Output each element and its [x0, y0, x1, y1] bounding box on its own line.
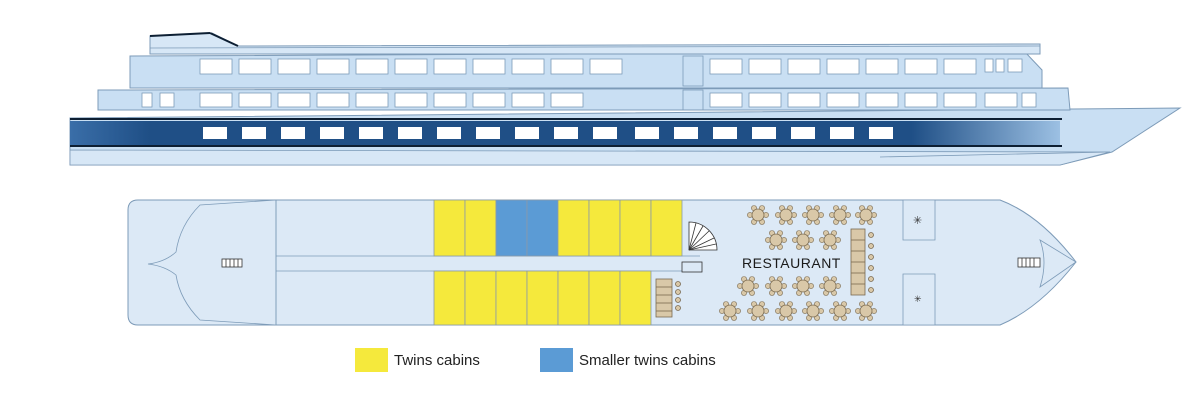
dining-table [792, 230, 814, 250]
dining-table [775, 301, 797, 321]
cabins-top-row [433, 199, 683, 257]
dining-table [829, 205, 851, 225]
cabins-bottom-row [433, 270, 652, 326]
legend-swatch-smaller-twins [540, 348, 573, 372]
dining-table [775, 205, 797, 225]
sun-deck [149, 32, 1041, 55]
cabin-twins [588, 270, 621, 326]
legend-item-smaller-twins: Smaller twins cabins [540, 348, 716, 372]
hull-bottom [69, 149, 1111, 166]
cabin-twins [526, 270, 559, 326]
cabin-twins [464, 270, 497, 326]
dining-table [719, 301, 741, 321]
dining-table [855, 205, 877, 225]
legend-item-twins: Twins cabins [355, 348, 480, 372]
deck-outline [127, 199, 1077, 326]
legend-label-twins: Twins cabins [394, 351, 480, 369]
bow-grate [1017, 257, 1041, 268]
banquet-table [850, 228, 874, 296]
main-deck-windows [141, 92, 1037, 108]
stern-grate [221, 258, 243, 268]
cabin-twins [650, 199, 683, 257]
cabin-twins [619, 199, 652, 257]
dining-table [802, 301, 824, 321]
cabin-twins [433, 199, 466, 257]
ship-side-profile [69, 32, 1182, 166]
hull-portholes [203, 127, 893, 139]
cabin-twins [557, 199, 590, 257]
dining-table [747, 301, 769, 321]
dining-table [819, 230, 841, 250]
dining-table [792, 276, 814, 296]
cabin-twins [588, 199, 621, 257]
dining-table [819, 276, 841, 296]
main-deck-door [682, 89, 704, 111]
dining-table [747, 205, 769, 225]
upper-deck-door [682, 55, 704, 87]
bar-counter [655, 278, 681, 318]
dining-table [765, 230, 787, 250]
cabin-twins [495, 270, 528, 326]
svg-text:✳: ✳ [913, 214, 922, 227]
cabin-twins [433, 270, 466, 326]
hull-keel-line [879, 151, 1111, 158]
dining-table [802, 205, 824, 225]
restaurant-label: RESTAURANT [742, 255, 841, 271]
railing [149, 45, 1041, 49]
wheelhouse-stripe-2 [209, 32, 239, 47]
upper-deck-windows [199, 58, 1023, 75]
cabin-twins [557, 270, 590, 326]
legend-swatch-twins [355, 348, 388, 372]
cabin-twins [619, 270, 652, 326]
restaurant-tables [719, 205, 877, 321]
bow-tip [1039, 239, 1077, 289]
cabin-smaller-twins [526, 199, 559, 257]
svg-text:✳: ✳ [914, 295, 922, 305]
stern-area [147, 199, 277, 326]
bow-rooms: ✳ ✳ [902, 199, 936, 326]
dining-table [855, 301, 877, 321]
cabin-twins [464, 199, 497, 257]
cabin-smaller-twins [495, 199, 528, 257]
dining-table [829, 301, 851, 321]
wheelhouse-stripe [149, 32, 211, 37]
dining-table [765, 276, 787, 296]
spiral-staircase [681, 221, 718, 273]
legend-label-smaller-twins: Smaller twins cabins [579, 351, 716, 369]
dining-table [737, 276, 759, 296]
deck-plan: RESTAURANT ✳ ✳ [127, 199, 1077, 326]
